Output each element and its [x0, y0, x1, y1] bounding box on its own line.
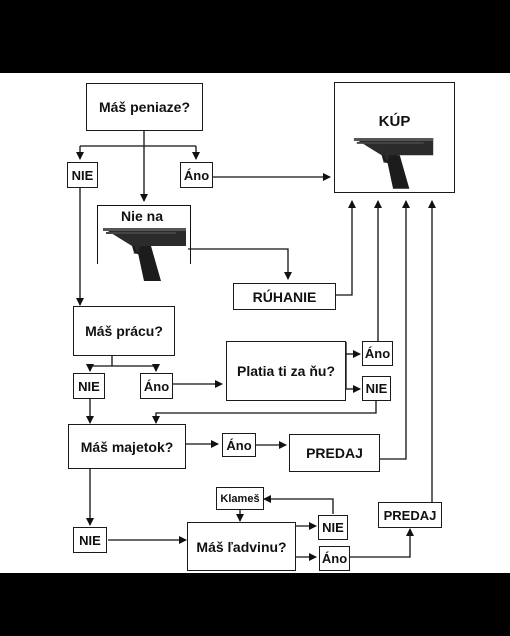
result-predaj-1: PREDAJ — [289, 434, 380, 472]
answer-nie-4: NIE — [73, 527, 107, 553]
answer-ano-3: Áno — [362, 341, 393, 366]
answer-ano-4: Áno — [222, 433, 256, 457]
question-mas-ladvinu: Máš ľadvinu? — [187, 522, 296, 571]
flowchart-canvas: Máš peniaze? NIE Áno KÚP Nie na RÚHANIE … — [0, 73, 510, 573]
answer-nie-3: NIE — [362, 376, 391, 401]
answer-ano-2: Áno — [140, 373, 173, 399]
result-klames: Klameš — [216, 487, 264, 510]
question-mas-pracu: Máš prácu? — [73, 306, 175, 356]
question-mas-peniaze: Máš peniaze? — [86, 83, 203, 131]
answer-ano-1: Áno — [180, 162, 213, 188]
pistol-icon — [103, 228, 186, 281]
no-gun-panel: Nie na — [97, 205, 191, 264]
result-ruhanie: RÚHANIE — [233, 283, 336, 310]
question-platia: Platia ti za ňu? — [226, 341, 346, 401]
pistol-icon — [353, 138, 433, 189]
connector-lines — [76, 131, 436, 561]
answer-nie-2: NIE — [73, 373, 105, 399]
answer-nie-5: NIE — [318, 515, 348, 540]
answer-ano-5: Áno — [319, 546, 350, 571]
result-predaj-2: PREDAJ — [378, 502, 442, 528]
nie-na-label: Nie na — [121, 208, 164, 224]
result-kup: KÚP — [334, 82, 455, 193]
result-kup-label: KÚP — [378, 113, 411, 130]
question-mas-majetok: Máš majetok? — [68, 424, 186, 469]
answer-nie-1: NIE — [67, 162, 98, 188]
